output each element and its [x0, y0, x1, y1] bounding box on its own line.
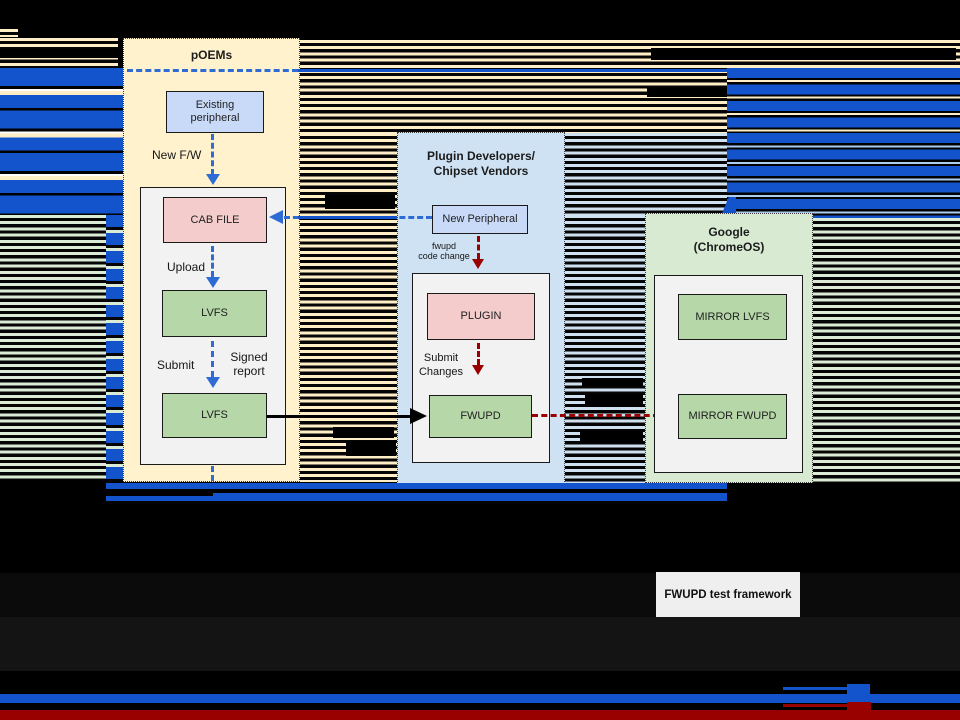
node-existing-peripheral: Existing peripheral [166, 91, 264, 133]
node-lvfs-upper-label: LVFS [201, 307, 228, 319]
glitch-bars-right-mid [727, 133, 960, 218]
node-cab-file: CAB FILE [163, 197, 267, 243]
divider-dashed-blue-line [127, 69, 298, 72]
edge-label-submit-changes-line1: Submit [423, 352, 459, 364]
glitch-blob [585, 394, 643, 407]
glitch-footer-blue-thin [783, 687, 847, 690]
arrow-upload-head [206, 277, 220, 288]
arrow-lvfs-to-fwupd-head [410, 408, 427, 424]
glitch-bar-below-lanes-1 [106, 483, 727, 489]
glitch-footer-black-notch [888, 706, 913, 710]
node-mirror-lvfs-label: MIRROR LVFS [695, 310, 770, 323]
dashed-line-below-container [211, 466, 214, 481]
glitch-stripes-lightblue-a [565, 133, 727, 215]
node-mirror-lvfs: MIRROR LVFS [678, 294, 787, 340]
arrow-fwupd-code-head [472, 259, 484, 269]
arrow-submit-changes-line [477, 343, 480, 365]
edge-label-upload: Upload [167, 260, 205, 274]
node-lvfs-lower: LVFS [162, 393, 267, 438]
lane-poems-title-text: pOEMs [190, 48, 233, 62]
node-lvfs-lower-label: LVFS [201, 409, 228, 421]
lane-google-title: Google (ChromeOS) [646, 225, 812, 255]
arrow-to-cab-head [269, 210, 283, 224]
edge-label-submit-changes-line2: Changes [418, 366, 464, 378]
glitch-footer-red-square [847, 702, 871, 713]
lane-google-title-line2: (ChromeOS) [693, 240, 765, 254]
node-fwupd-test-framework-label: FWUPD test framework [664, 588, 792, 601]
edge-label-signed-line2: report [233, 364, 265, 378]
lane-poems-title: pOEMs [124, 48, 299, 63]
arrow-new-fw-head [206, 174, 220, 185]
arrow-upload-line [211, 246, 214, 277]
edge-label-upload-text: Upload [167, 260, 206, 274]
glitch-dark-band-1 [0, 573, 960, 617]
glitch-black-band-left-top [0, 49, 118, 58]
node-fwupd-test-framework: FWUPD test framework [656, 572, 800, 617]
edge-label-new-fw: New F/W [152, 148, 201, 162]
glitch-dark-band-2 [0, 617, 960, 671]
lane-plugin-title-line1: Plugin Developers/ [426, 149, 536, 163]
glitch-stripes-topleft-marks [0, 29, 18, 37]
edge-label-signed-report: Signed report [224, 350, 274, 378]
glitch-stripes-gap1 [300, 133, 397, 482]
glitch-blob [647, 88, 727, 97]
node-mirror-fwupd: MIRROR FWUPD [678, 394, 787, 439]
arrow-submit-head [206, 377, 220, 388]
arrow-fwupd-code-line [477, 236, 480, 259]
edge-label-submit: Submit [157, 358, 194, 372]
glitch-blob [580, 431, 643, 443]
edge-label-submit-text: Submit [157, 358, 195, 372]
lane-google-title-line1: Google [708, 225, 750, 239]
glitch-blob [651, 48, 956, 60]
node-cab-file-label: CAB FILE [190, 213, 240, 226]
divider-solid-blue-line [298, 69, 958, 72]
glitch-bar-below-lanes-2 [106, 493, 727, 501]
node-existing-peripheral-line1: Existing [195, 99, 235, 111]
node-existing-peripheral-line2: peripheral [190, 112, 240, 124]
glitch-footer-red-thin [783, 704, 847, 707]
edge-label-fwupd-code-change: fwupd code change [415, 241, 473, 261]
glitch-bar-notch [106, 493, 213, 496]
glitch-stripes-mid-cream [300, 70, 727, 133]
glitch-blob [333, 427, 394, 438]
node-lvfs-upper: LVFS [162, 290, 267, 337]
edge-label-submit-changes: Submit Changes [415, 351, 467, 379]
arrow-lvfs-to-fwupd-line [267, 415, 412, 418]
lane-plugin-title-line2: Chipset Vendors [433, 164, 529, 178]
edge-label-new-fw-text: New F/W [152, 148, 202, 162]
node-plugin: PLUGIN [427, 293, 535, 340]
edge-label-signed-line1: Signed [230, 350, 268, 364]
arrow-submit-line [211, 341, 214, 377]
glitch-blue-region-left [0, 68, 123, 215]
glitch-blob [582, 378, 643, 386]
node-new-peripheral: New Peripheral [432, 205, 528, 234]
node-fwupd-label: FWUPD [460, 410, 501, 422]
lane-plugin-developers-title: Plugin Developers/ Chipset Vendors [398, 149, 564, 179]
glitch-blob [346, 441, 396, 456]
edge-label-fwupd-code-line1: fwupd [431, 241, 457, 251]
edge-label-fwupd-code-line2: code change [418, 251, 470, 261]
arrow-to-cab-glitch-solid [298, 216, 397, 219]
glitch-bars-right-top [727, 68, 960, 133]
glitch-column-left-blue [106, 215, 123, 482]
glitch-stripes-right-green [813, 218, 960, 483]
node-fwupd: FWUPD [429, 395, 532, 438]
arrow-fwupd-to-mirror-line [532, 414, 659, 417]
node-plugin-label: PLUGIN [460, 310, 502, 322]
glitch-footer-red-bar [0, 710, 960, 720]
glitch-footer-blue-bar [0, 694, 960, 703]
arrow-new-fw-line [211, 134, 214, 175]
node-mirror-fwupd-label: MIRROR FWUPD [688, 410, 777, 422]
arrow-submit-changes-head [472, 365, 484, 375]
node-new-peripheral-label: New Peripheral [442, 213, 518, 225]
glitch-blob [325, 195, 395, 209]
glitch-stripes-left-green [0, 215, 106, 480]
